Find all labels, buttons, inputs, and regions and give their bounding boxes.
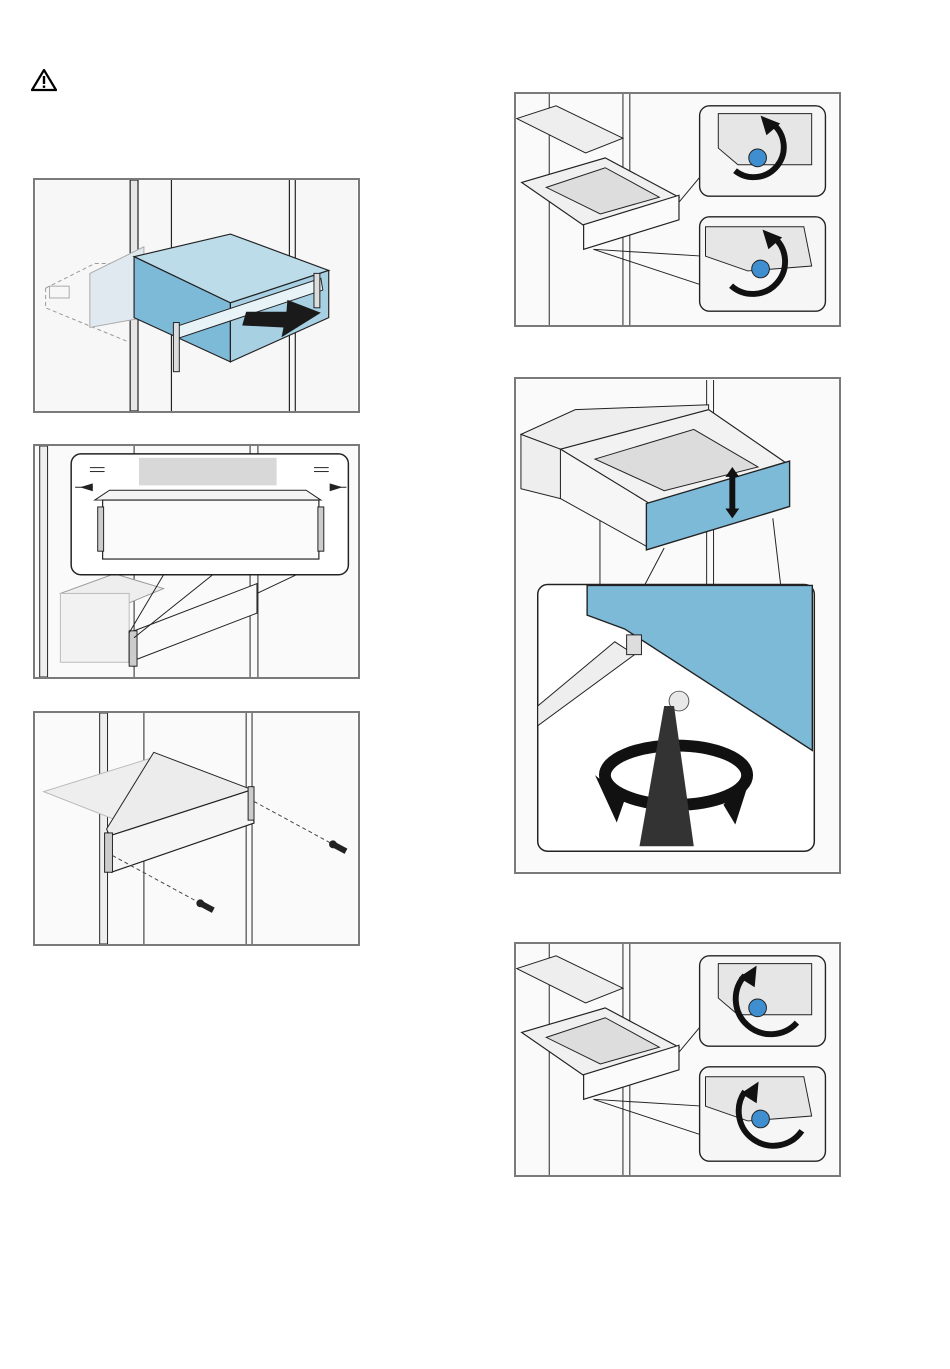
figure-screw-drawer bbox=[33, 711, 360, 946]
inset-lower bbox=[700, 1067, 826, 1161]
figure-tighten-screws bbox=[514, 942, 841, 1177]
inset-upper bbox=[700, 956, 826, 1046]
inset-upper bbox=[700, 106, 826, 196]
figure-adjust-height bbox=[514, 377, 841, 874]
figure-push-drawer bbox=[33, 178, 360, 413]
figure-loosen-screws bbox=[514, 92, 841, 327]
inset-lower bbox=[700, 217, 826, 311]
figure-center-drawer bbox=[33, 444, 360, 679]
warning-triangle-icon bbox=[31, 68, 57, 92]
